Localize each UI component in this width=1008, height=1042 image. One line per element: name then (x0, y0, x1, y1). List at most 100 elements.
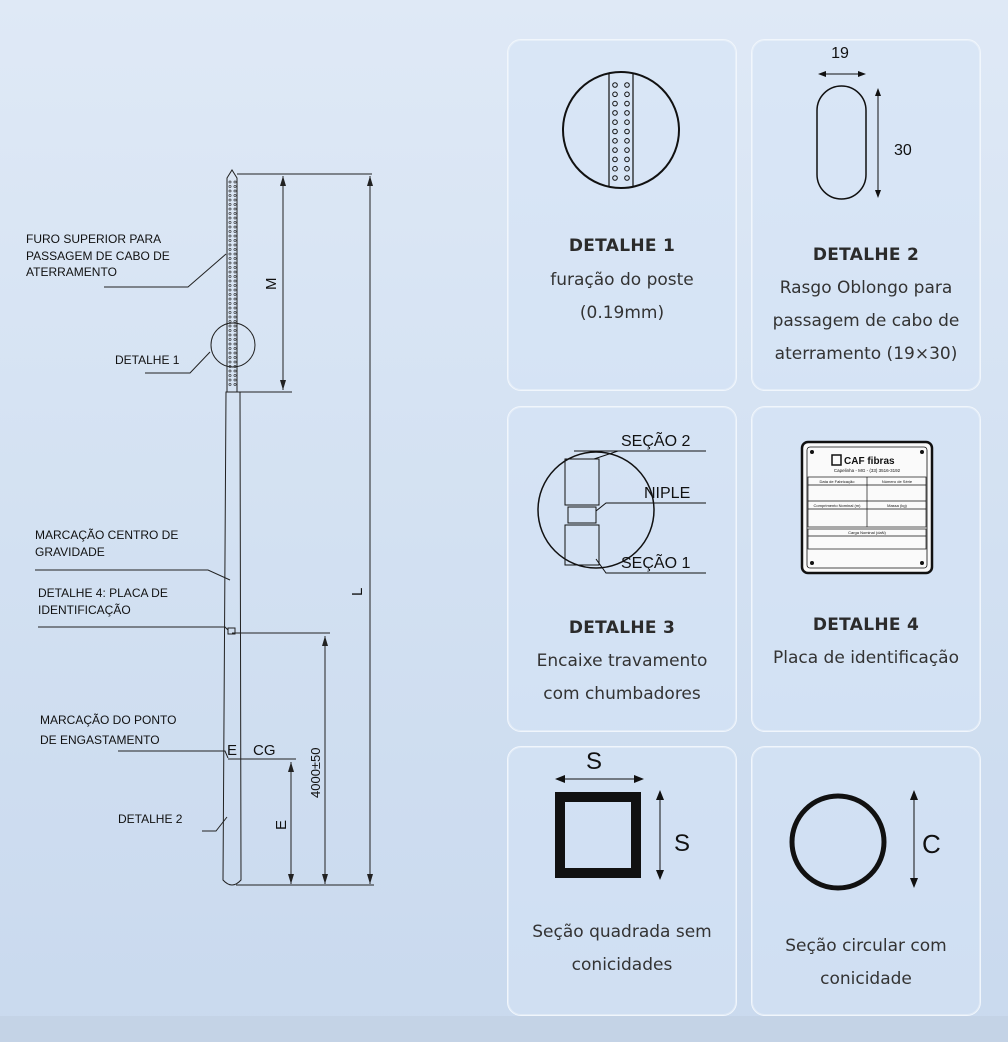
pole-hole (228, 293, 232, 296)
pole-hole (228, 342, 232, 346)
plate-data-fab: Data de Fabricação (820, 479, 856, 484)
pole-hole (233, 342, 237, 346)
pole-hole (228, 311, 232, 314)
detalhe1-hole (612, 128, 618, 135)
mark-e: E (227, 742, 237, 759)
plate-num-serie: Número de Série (882, 479, 913, 484)
detalhe1-hole (612, 156, 618, 163)
pole-hole (233, 369, 237, 373)
pole-hole (233, 234, 237, 238)
pole-drawing: FURO SUPERIOR PARA PASSAGEM DE CABO DE A… (26, 169, 374, 886)
pole-hole (228, 347, 232, 350)
detalhe1-hole (612, 165, 618, 172)
pole-hole (228, 248, 232, 251)
pole-hole (228, 180, 232, 184)
label-placa-l1: DETALHE 4: PLACA DE (38, 586, 168, 600)
card-detalhe1: DETALHE 1 furação do poste (0.19mm) (507, 39, 737, 391)
detalhe1-hole (612, 91, 618, 98)
detalhe3-secao2: SEÇÃO 2 (621, 430, 690, 450)
detalhe1-hole (612, 138, 618, 144)
pole-hole (228, 306, 232, 310)
pole-hole (233, 270, 237, 274)
dim-4000: 4000±50 (308, 747, 323, 798)
pole-hole (233, 360, 237, 364)
pole-hole (233, 225, 237, 229)
pole-hole (228, 288, 232, 292)
pole-hole (233, 194, 237, 197)
pole-hole (228, 360, 232, 364)
pole-hole (228, 378, 232, 382)
pole-holes (228, 180, 237, 386)
pole-hole (233, 239, 237, 242)
detalhe2-illustration: 19 30 (816, 45, 912, 200)
pole-hole (233, 230, 237, 233)
pole-hole (228, 338, 232, 341)
square-section-illustration: S S (555, 748, 690, 880)
mark-cg: CG (253, 742, 276, 759)
pole-hole (233, 338, 237, 341)
pole-hole (233, 203, 237, 206)
detalhe2-dim-h: 30 (894, 142, 912, 159)
label-furo-l1: FURO SUPERIOR PARA (26, 232, 161, 246)
detalhe4-title: DETALHE 4 (812, 615, 920, 635)
detalhe1-hole (624, 165, 630, 172)
pole-hole (233, 279, 237, 283)
pole-hole (228, 239, 232, 242)
detalhe3-title: DETALHE 3 (568, 618, 676, 638)
pole-hole (228, 257, 232, 260)
detalhe1-hole (612, 110, 618, 116)
pole-hole (228, 230, 232, 233)
detalhe1-hole (624, 156, 630, 163)
pole-hole (228, 243, 232, 247)
pole-hole (233, 351, 237, 355)
pole-hole (233, 324, 237, 328)
label-engast-l2: DE ENGASTAMENTO (40, 733, 160, 747)
pole-hole (233, 365, 237, 368)
card-detalhe4: CAF fibras Capelinha - MG - (33) 3516-31… (751, 406, 981, 732)
plate-address: Capelinha - MG - (33) 3516-3192 (834, 468, 901, 473)
pole-hole (228, 333, 232, 337)
pole-hole (228, 189, 232, 193)
dim-e: E (273, 820, 290, 830)
pole-hole (228, 252, 232, 256)
detalhe1-hole (624, 82, 630, 88)
detalhe2-text: Rasgo Oblongo para passagem de cabo de a… (772, 278, 960, 364)
pole-hole (228, 270, 232, 274)
detalhe1-hole (624, 147, 630, 153)
pole-hole (228, 212, 232, 215)
pole-hole (233, 383, 237, 386)
pole-hole (228, 320, 232, 323)
pole-hole (228, 221, 232, 224)
pole-hole (233, 207, 237, 211)
label-cg-l1: MARCAÇÃO CENTRO DE (35, 528, 178, 542)
detalhe1-title: DETALHE 1 (568, 236, 676, 256)
dim-l: L (349, 588, 366, 596)
dim-m: M (263, 278, 280, 291)
square-dim-s-top: S (586, 748, 602, 775)
pole-hole (228, 329, 232, 332)
detalhe4-text: Placa de identificação (773, 648, 959, 668)
plate-carga: Carga Nominal (daN) (848, 530, 886, 535)
pole-hole (233, 221, 237, 224)
pole-hole (228, 383, 232, 386)
card-detalhe2: 19 30 DETALHE 2 Rasgo Oblongo para passa… (751, 39, 981, 391)
detalhe1-hole (624, 138, 630, 144)
detalhe1-text: furação do poste (0.19mm) (550, 270, 694, 323)
bottom-strip (0, 1016, 1008, 1042)
detalhe1-hole (624, 100, 630, 107)
detalhe1-hole (624, 119, 630, 125)
detalhe1-hole (612, 119, 618, 125)
pole-hole (228, 185, 232, 188)
pole-hole (233, 252, 237, 256)
pole-hole (233, 347, 237, 350)
pole-hole (228, 261, 232, 265)
circular-section-illustration: C (789, 790, 941, 891)
pole-hole (233, 320, 237, 323)
circular-dim-c: C (922, 829, 941, 859)
pole-hole (233, 306, 237, 310)
pole-hole (228, 297, 232, 301)
pole-hole (228, 194, 232, 197)
pole-hole (233, 248, 237, 251)
secao-quadrada-text: Seção quadrada sem conicidades (532, 922, 712, 975)
plate-brand: CAF fibras (844, 456, 895, 467)
